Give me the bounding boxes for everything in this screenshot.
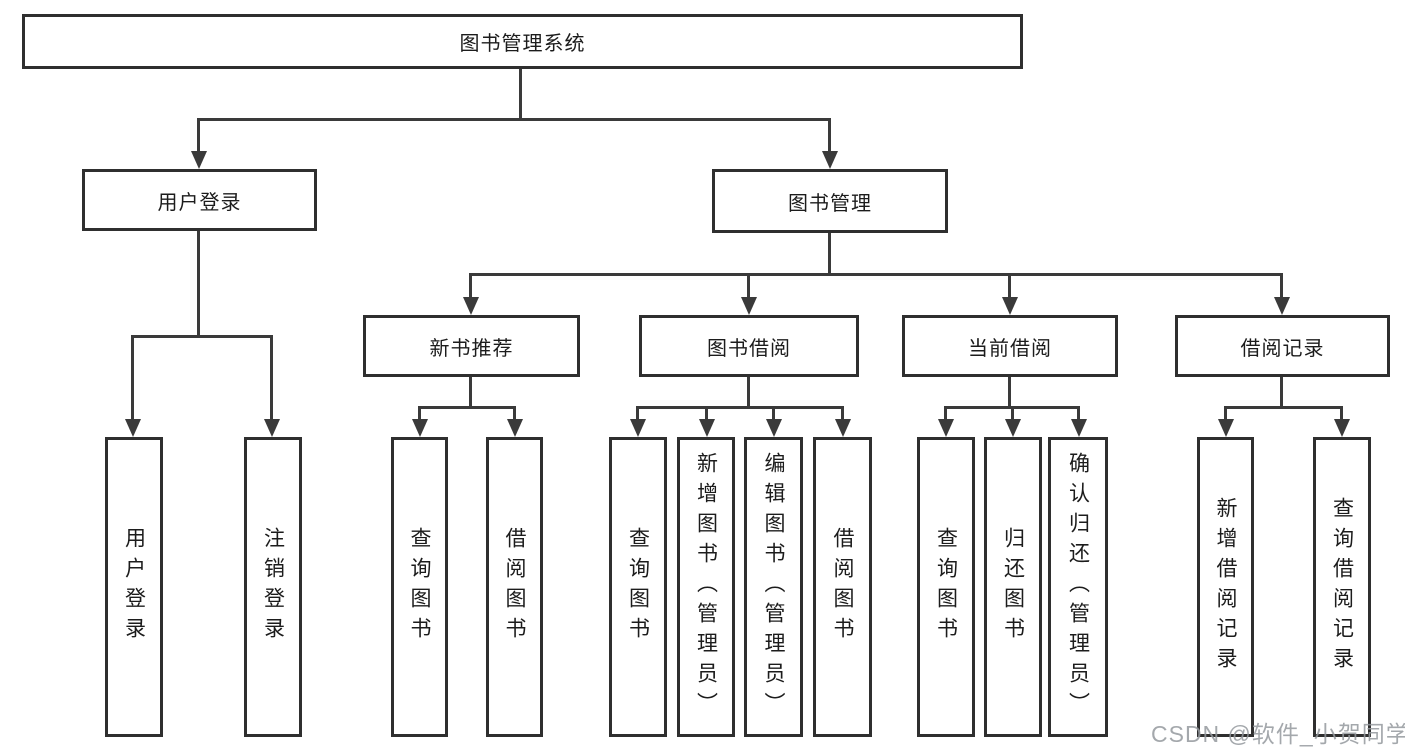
arrowhead-icon bbox=[463, 297, 479, 315]
arrowhead-icon bbox=[412, 419, 428, 437]
arrowhead-icon bbox=[630, 419, 646, 437]
connector-line bbox=[469, 273, 472, 299]
leaf-records-query-record: 查询借阅记录 bbox=[1313, 437, 1371, 737]
arrowhead-icon bbox=[1218, 419, 1234, 437]
connector-line bbox=[469, 377, 472, 406]
leaf-current-confirm-return: 确认归还（管理员） bbox=[1048, 437, 1108, 737]
connector-line bbox=[747, 273, 750, 299]
connector-line bbox=[705, 406, 708, 422]
leaf-current-query-books: 查询图书 bbox=[917, 437, 975, 737]
arrowhead-icon bbox=[1334, 419, 1350, 437]
arrowhead-icon bbox=[1071, 419, 1087, 437]
node-user-login: 用户登录 bbox=[82, 169, 317, 231]
leaf-borrowing-query-books: 查询图书 bbox=[609, 437, 667, 737]
connector-line bbox=[1011, 406, 1014, 422]
connector-line bbox=[1008, 273, 1011, 299]
connector-management-stem bbox=[828, 233, 831, 273]
connector-line bbox=[1008, 377, 1011, 406]
node-current-borrowing: 当前借阅 bbox=[902, 315, 1118, 377]
leaf-borrowing-edit-books: 编辑图书（管理员） bbox=[744, 437, 803, 737]
leaf-logout: 注销登录 bbox=[244, 437, 302, 737]
connector-line bbox=[747, 377, 750, 406]
connector-line bbox=[1280, 377, 1283, 406]
connector-line bbox=[772, 406, 775, 422]
connector-line bbox=[944, 406, 947, 422]
leaf-borrowing-borrow-books: 借阅图书 bbox=[813, 437, 872, 737]
node-book-management: 图书管理 bbox=[712, 169, 948, 233]
arrowhead-icon bbox=[699, 419, 715, 437]
leaf-records-add-record: 新增借阅记录 bbox=[1197, 437, 1254, 737]
connector-line bbox=[1340, 406, 1343, 422]
arrowhead-icon bbox=[1005, 419, 1021, 437]
connector-line bbox=[828, 118, 831, 154]
arrowhead-icon bbox=[822, 151, 838, 169]
connector-line bbox=[841, 406, 844, 422]
node-root: 图书管理系统 bbox=[22, 14, 1023, 69]
node-new-book-recommend: 新书推荐 bbox=[363, 315, 580, 377]
arrowhead-icon bbox=[1274, 297, 1290, 315]
connector-line bbox=[131, 335, 134, 421]
connector-line bbox=[1077, 406, 1080, 422]
leaf-borrowing-add-books: 新增图书（管理员） bbox=[677, 437, 735, 737]
arrowhead-icon bbox=[507, 419, 523, 437]
arrowhead-icon bbox=[264, 419, 280, 437]
arrowhead-icon bbox=[191, 151, 207, 169]
arrowhead-icon bbox=[766, 419, 782, 437]
arrowhead-icon bbox=[938, 419, 954, 437]
leaf-recommend-query-books: 查询图书 bbox=[391, 437, 448, 737]
leaf-current-return-books: 归还图书 bbox=[984, 437, 1042, 737]
arrowhead-icon bbox=[741, 297, 757, 315]
connector-line bbox=[1280, 273, 1283, 299]
arrowhead-icon bbox=[125, 419, 141, 437]
connector-level2-bar bbox=[197, 118, 831, 121]
connector-line bbox=[418, 406, 421, 422]
connector-level3-bar bbox=[469, 273, 1283, 276]
connector-line bbox=[513, 406, 516, 422]
connector-line bbox=[636, 406, 639, 422]
arrowhead-icon bbox=[1002, 297, 1018, 315]
connector-root-stem bbox=[519, 69, 522, 119]
node-book-borrowing: 图书借阅 bbox=[639, 315, 859, 377]
connector-login-bar bbox=[131, 335, 273, 338]
connector-login-stem bbox=[197, 231, 200, 335]
leaf-recommend-borrow-books: 借阅图书 bbox=[486, 437, 543, 737]
connector-line bbox=[197, 118, 200, 154]
connector-line bbox=[270, 335, 273, 421]
connector-bar bbox=[418, 406, 516, 409]
node-borrowing-records: 借阅记录 bbox=[1175, 315, 1390, 377]
leaf-user-login: 用户登录 bbox=[105, 437, 163, 737]
arrowhead-icon bbox=[835, 419, 851, 437]
connector-bar bbox=[1224, 406, 1343, 409]
connector-bar bbox=[636, 406, 844, 409]
connector-line bbox=[1224, 406, 1227, 422]
csdn-watermark: CSDN @软件_小贺同学 bbox=[1151, 721, 1405, 747]
